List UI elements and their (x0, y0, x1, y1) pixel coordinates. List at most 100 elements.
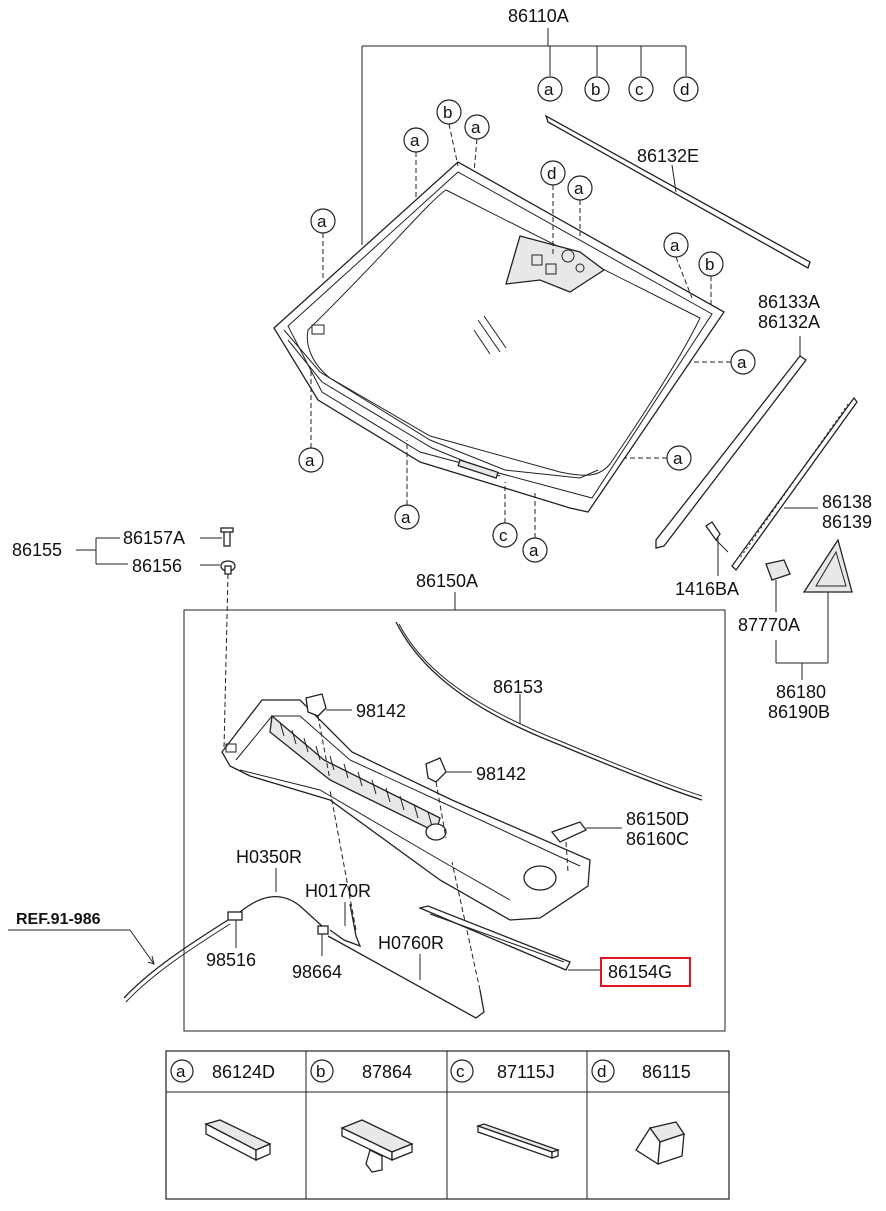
legend-cell-d[interactable]: d 86115 (591, 1059, 691, 1166)
garnish-label-1[interactable]: 86180 (776, 682, 826, 702)
hose-2-label[interactable]: H0170R (305, 881, 371, 901)
callout-a-glass-3: a (310, 208, 336, 278)
cover-label-2[interactable]: 86160C (626, 829, 689, 849)
callout-a-text: a (574, 179, 584, 198)
callout-a-glass-10: a (522, 492, 548, 563)
legend-letter: c (456, 1062, 465, 1081)
callout-d-top: d (673, 76, 699, 102)
callout-a-text: a (544, 80, 554, 99)
callout-a-text: a (410, 131, 420, 150)
glass-callouts: a b a a d a a b a a a a c a (298, 99, 756, 563)
callout-a-text: a (317, 212, 327, 231)
block-icon (635, 1121, 686, 1166)
legend-letter: b (316, 1062, 325, 1081)
bolt-2-icon[interactable] (220, 560, 236, 575)
callout-a-glass-7: a (298, 370, 324, 473)
highlighted-part-label[interactable]: 86154G (608, 962, 672, 982)
ref-label[interactable]: REF.91-986 (16, 911, 101, 928)
lower-molding-label-2[interactable]: 86139 (822, 512, 872, 532)
callout-a-glass-5: a (663, 232, 693, 299)
callout-a-top: a (537, 76, 563, 102)
seal-label[interactable]: 86153 (493, 677, 543, 697)
lower-molding-label-1[interactable]: 86138 (822, 492, 872, 512)
bolt-2-label[interactable]: 86156 (132, 556, 182, 576)
callout-a-text: a (305, 451, 315, 470)
bolt-group: 86155 86157A 86156 (12, 527, 236, 749)
legend-letter: a (176, 1062, 186, 1081)
callout-c-glass: c (492, 482, 518, 548)
lower-molding[interactable]: 86138 86139 (731, 396, 872, 572)
bolt-1-icon[interactable] (220, 527, 234, 547)
callout-d-text: d (680, 80, 689, 99)
bolt-1-label[interactable]: 86157A (123, 528, 185, 548)
washer-hoses[interactable]: H0350R H0170R H0760R (236, 789, 485, 1019)
callout-a-glass-8: a (624, 445, 692, 471)
cowl-panel[interactable] (221, 699, 591, 921)
callout-b-top: b (584, 76, 610, 102)
clip-pad-icon (340, 1119, 414, 1173)
callout-b-glass-2: b (698, 251, 724, 308)
callout-b-text: b (591, 80, 600, 99)
legend-part: 86124D (212, 1062, 275, 1082)
callout-c-top: c (628, 76, 654, 102)
nozzle-top[interactable]: 98142 (305, 693, 406, 781)
connector-a[interactable]: 98516 (206, 911, 256, 970)
legend-part: 87864 (362, 1062, 412, 1082)
cowl-strip[interactable]: 86154G (417, 905, 691, 987)
clip[interactable]: 1416BA (675, 521, 739, 599)
legend-part: 86115 (642, 1062, 691, 1082)
connector-2-label[interactable]: 98664 (292, 962, 342, 982)
legend-cell-b[interactable]: b 87864 (310, 1059, 414, 1173)
legend-part: 87115J (497, 1062, 555, 1082)
top-molding[interactable]: 86132E (544, 114, 811, 269)
callout-a-text: a (401, 508, 411, 527)
cowl-cover[interactable]: 86150D 86160C (550, 809, 689, 873)
callout-b-text: b (443, 103, 452, 122)
callout-a-text: a (471, 118, 481, 137)
callout-a-glass-1: a (403, 127, 429, 200)
top-molding-label[interactable]: 86132E (637, 146, 699, 166)
pad-icon (204, 1119, 272, 1162)
ref-callout: REF.91-986 (8, 911, 231, 1003)
side-molding-label-2[interactable]: 86132A (758, 312, 820, 332)
legend-cell-c[interactable]: c 87115J (450, 1059, 561, 1159)
garnish[interactable]: 86180 86190B (768, 538, 853, 722)
windshield-glass[interactable] (273, 161, 725, 513)
callout-c-text: c (499, 526, 508, 545)
callout-b-glass-1: b (436, 99, 462, 167)
hose-3-label[interactable]: H0760R (378, 933, 444, 953)
bolt-group-label[interactable]: 86155 (12, 540, 62, 560)
callout-a-glass-4: a (567, 175, 593, 236)
callout-b-text: b (705, 255, 714, 274)
callout-a-text: a (673, 449, 683, 468)
callout-d-text: d (547, 164, 556, 183)
windshield-assy-callout: 86110A a b c d (361, 6, 699, 245)
garnish-label-2[interactable]: 86190B (768, 702, 830, 722)
windshield-assy-label[interactable]: 86110A (508, 6, 569, 26)
connector-1-label[interactable]: 98516 (206, 950, 256, 970)
side-molding[interactable]: 86133A 86132A (655, 292, 820, 549)
side-molding-label-1[interactable]: 86133A (758, 292, 820, 312)
cowl-assy-box: 86150A (183, 571, 726, 1032)
bracket-label[interactable]: 87770A (738, 615, 800, 635)
bracket[interactable]: 87770A (738, 559, 800, 635)
legend-cell-a[interactable]: a 86124D (170, 1059, 275, 1162)
hose-1-label[interactable]: H0350R (236, 847, 302, 867)
highlight-box (600, 957, 691, 987)
nozzle-b-label[interactable]: 98142 (476, 764, 526, 784)
connector-b[interactable]: 98664 (292, 925, 342, 982)
callout-a-text: a (670, 236, 680, 255)
nozzle-a-label[interactable]: 98142 (356, 701, 406, 721)
legend-letter: d (597, 1062, 606, 1081)
cover-label-1[interactable]: 86150D (626, 809, 689, 829)
strip-icon (475, 1123, 561, 1159)
callout-d-glass: d (540, 160, 566, 256)
callout-a-glass-6: a (690, 349, 756, 375)
nozzle-mid[interactable]: 98142 (425, 757, 526, 839)
seal[interactable]: 86153 (395, 621, 703, 801)
cowl-assy-label[interactable]: 86150A (416, 571, 478, 591)
callout-a-glass-9: a (394, 440, 420, 530)
callout-a-text: a (737, 353, 747, 372)
callout-a-text: a (529, 541, 539, 560)
clip-label[interactable]: 1416BA (675, 579, 739, 599)
